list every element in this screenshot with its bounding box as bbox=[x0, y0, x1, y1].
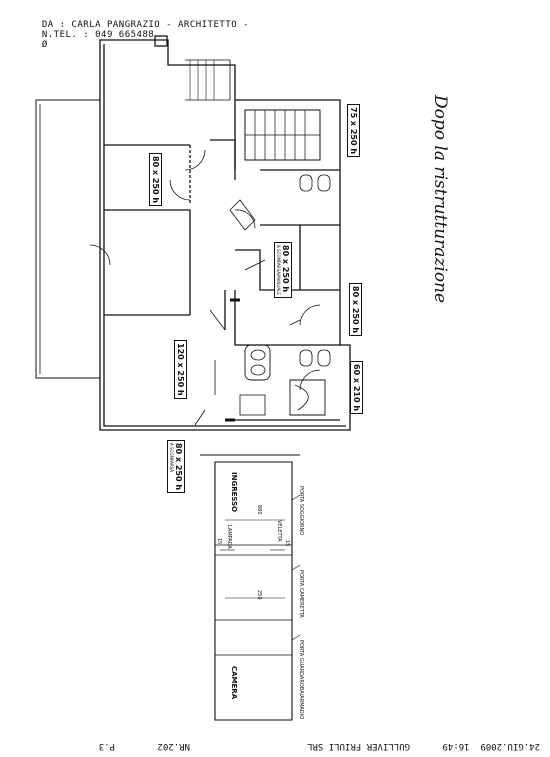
fax-date: 24.GIU.2009 16:49 bbox=[442, 741, 540, 751]
fax-header: DA : CARLA PANGRAZIO - ARCHITETTO - N.TE… bbox=[30, 10, 263, 50]
corridor-dim-15a: 15 bbox=[216, 538, 222, 545]
door-label-7: 80 x 250 h A SCOMPARSA bbox=[167, 440, 185, 494]
door-label-5: 120 x 250 h bbox=[174, 340, 187, 399]
handwritten-note: Dopo la ristrutturazione bbox=[430, 95, 450, 304]
corridor-dim-880: 880 bbox=[256, 505, 262, 515]
fax-company: GULLIVER FRIULI SRL bbox=[307, 741, 410, 751]
door-label-6: 60 x 210 h bbox=[350, 361, 363, 415]
fax-phone: N.TEL. : 049 665488 bbox=[41, 30, 155, 40]
door-label-2: 80 x 250 h bbox=[149, 153, 162, 207]
corridor-porta-guardaroba: PORTA GUARDAROBA/ARMADIO bbox=[298, 640, 304, 720]
corridor-lampada: LAMPADA bbox=[226, 525, 232, 549]
fax-page-mark: Ø bbox=[41, 40, 48, 50]
corridor-veletta: VELETTA bbox=[276, 520, 282, 542]
corridor-porta-cameretta: PORTA CAMERETTA bbox=[298, 570, 304, 618]
door-label-1: 75 x 250 h bbox=[347, 104, 360, 158]
fax-page: P.3 bbox=[98, 741, 115, 751]
corridor-dim-15b: 15 bbox=[284, 540, 290, 547]
corridor-porta-soggiorno: PORTA SOGGIORNO bbox=[298, 486, 304, 536]
corridor-dim-250: 250 bbox=[256, 590, 262, 600]
fax-sender: DA : CARLA PANGRAZIO - ARCHITETTO - bbox=[41, 20, 249, 30]
fax-nr: NR.202 bbox=[157, 741, 190, 751]
door-label-4: 80 x 250 h bbox=[349, 283, 362, 337]
fax-footer: 24.GIU.2009 16:49 GULLIVER FRIULI SRL NR… bbox=[0, 735, 550, 751]
corridor-ingresso: INGRESSO bbox=[230, 472, 238, 513]
corridor-camera: CAMERA bbox=[230, 666, 238, 700]
door-label-3: 80 x 250 h A SCOMPARSA/MANUALE bbox=[274, 242, 292, 298]
